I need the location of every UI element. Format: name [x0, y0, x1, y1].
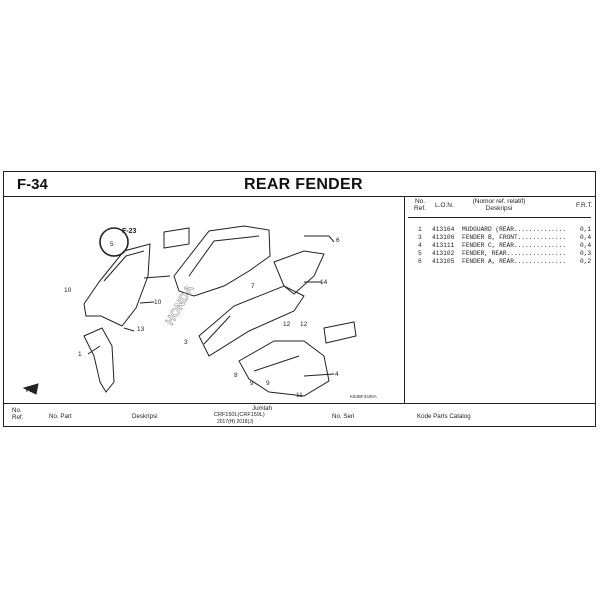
svg-text:7: 7	[251, 283, 255, 290]
svg-text:10: 10	[64, 287, 72, 294]
fr-arrow-icon	[22, 383, 39, 395]
section-code: F-34	[17, 176, 48, 193]
svg-text:1: 1	[78, 351, 82, 358]
page-header: F-34 REAR FENDER	[4, 172, 595, 197]
col-frt: F.R.T.	[576, 202, 593, 209]
part-5-shape	[83, 243, 151, 327]
footer-models: CRF150L(CRF150L)	[214, 412, 265, 418]
footer-deskripsi: Deskripsi	[132, 413, 158, 420]
exploded-diagram: 5 10 10 13 1 3 6 14 7 12 12 8 9 9 11 4 F…	[4, 196, 405, 403]
svg-text:6: 6	[336, 237, 340, 244]
plate-shape	[323, 321, 357, 344]
part-14-shape	[273, 250, 325, 295]
brand-watermark: HONDA	[162, 282, 196, 327]
drawing-code: K84BF3400A	[350, 394, 377, 399]
svg-text:12: 12	[300, 321, 308, 328]
parts-catalog-sheet: F-34 REAR FENDER	[3, 171, 596, 427]
f23-reference-link: F-23	[122, 228, 137, 235]
svg-text:11: 11	[296, 392, 303, 399]
svg-text:14: 14	[320, 279, 328, 286]
page-title: REAR FENDER	[244, 176, 363, 193]
col-no-ref: No.Ref.	[414, 198, 426, 212]
callout-labels: 5 10 10 13 1 3 6 14 7 12 12 8 9 9 11 4	[64, 237, 340, 399]
highlight-circle	[99, 227, 129, 257]
svg-text:10: 10	[154, 299, 162, 306]
part-4-shape	[238, 340, 330, 397]
svg-text:13: 13	[137, 326, 145, 333]
part-6-shape	[173, 225, 271, 297]
svg-text:8: 8	[234, 372, 238, 379]
footer-no-part: No. Part	[49, 413, 72, 420]
part-1-shape	[83, 327, 115, 393]
bracket-shape	[163, 227, 190, 249]
rear-fender-diagram: 5 10 10 13 1 3 6 14 7 12 12 8 9 9 11 4 F…	[22, 225, 377, 399]
footer-jumlah: Jumlah	[252, 405, 272, 412]
col-desc: (Nomor ref. relatif)Deskripsi	[472, 198, 526, 212]
svg-text:4: 4	[335, 371, 339, 378]
footer-kode-parts-catalog: Kode Parts Catalog	[417, 413, 471, 420]
part-3-shape	[198, 285, 305, 357]
col-lon: L.O.N.	[435, 202, 454, 209]
parts-list: No.Ref. L.O.N. (Nomor ref. relatif)Deskr…	[404, 196, 595, 403]
catalog-footer: No.Ref. No. Part Deskripsi Jumlah CRF150…	[4, 403, 595, 428]
footer-no-seri: No. Seri	[332, 413, 355, 420]
svg-text:5: 5	[110, 241, 114, 248]
svg-text:3: 3	[184, 339, 188, 346]
fr-label: FR.	[26, 388, 36, 394]
header-rule	[408, 217, 591, 218]
svg-text:9: 9	[250, 380, 254, 387]
footer-years: 2017(H) 2018(J)	[217, 419, 254, 425]
svg-text:12: 12	[283, 321, 291, 328]
footer-no-ref: No.Ref.	[12, 407, 24, 421]
svg-text:9: 9	[266, 380, 270, 387]
